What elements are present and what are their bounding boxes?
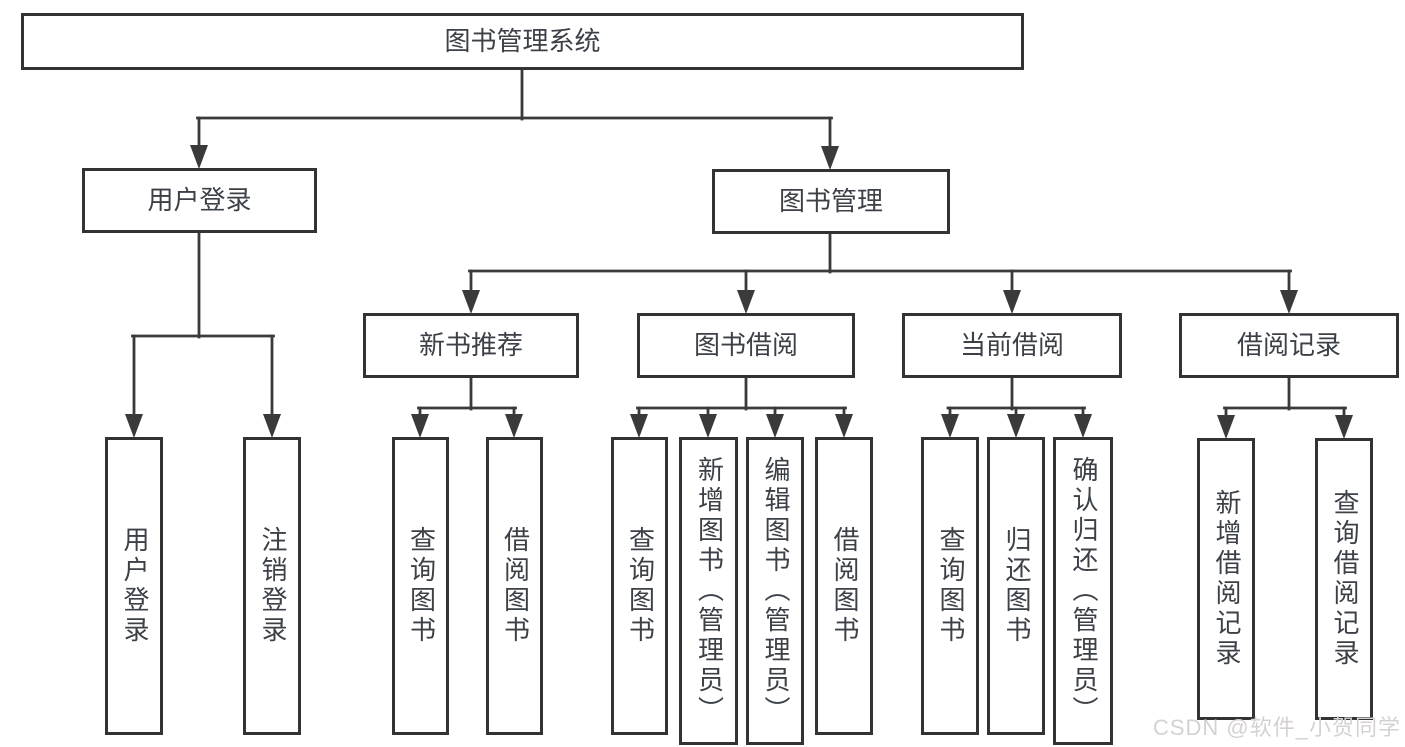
- node-book-management: 图书管理: [712, 169, 950, 234]
- node-leaf-confirm-return-admin: 确认归还（管理员）: [1053, 437, 1113, 745]
- node-leaf-add-book-admin: 新增图书（管理员）: [679, 437, 738, 745]
- node-leaf-edit-book-admin: 编辑图书（管理员）: [746, 437, 804, 745]
- node-label: 编辑图书（管理员）: [760, 456, 791, 726]
- node-leaf-query-borrow-record: 查询借阅记录: [1315, 438, 1373, 720]
- node-book-borrowing: 图书借阅: [637, 313, 855, 378]
- node-label: 用户登录: [119, 526, 150, 646]
- node-label: 图书管理: [778, 185, 883, 216]
- node-label: 图书管理系统: [444, 25, 601, 56]
- node-leaf-borrow-books: 借阅图书: [815, 437, 873, 735]
- node-label: 确认归还（管理员）: [1068, 456, 1099, 726]
- node-label: 归还图书: [1001, 526, 1032, 646]
- node-leaf-user-login: 用户登录: [105, 437, 163, 735]
- node-label: 用户登录: [147, 184, 252, 215]
- node-new-book-recommendation: 新书推荐: [363, 313, 579, 378]
- node-leaf-return-book: 归还图书: [987, 437, 1045, 735]
- node-label: 新书推荐: [418, 329, 523, 360]
- node-leaf-add-borrow-record: 新增借阅记录: [1197, 438, 1255, 720]
- node-label: 借阅记录: [1236, 329, 1341, 360]
- csdn-watermark: CSDN @软件_小贺同学: [1152, 715, 1401, 740]
- node-current-borrowing: 当前借阅: [902, 313, 1122, 378]
- node-borrowing-records: 借阅记录: [1179, 313, 1399, 378]
- node-label: 查询图书: [625, 526, 656, 646]
- node-leaf-logout: 注销登录: [243, 437, 301, 735]
- node-label: 查询借阅记录: [1329, 489, 1360, 669]
- node-library-management-system: 图书管理系统: [21, 13, 1024, 70]
- node-leaf-query-books-borrow: 查询图书: [611, 437, 668, 735]
- node-leaf-query-books-recommend: 查询图书: [392, 437, 449, 735]
- node-label: 当前借阅: [959, 329, 1064, 360]
- node-leaf-borrow-books-recommend: 借阅图书: [486, 437, 543, 735]
- node-label: 图书借阅: [693, 329, 798, 360]
- node-label: 查询图书: [406, 526, 437, 646]
- node-label: 新增图书（管理员）: [694, 456, 725, 726]
- node-label: 注销登录: [257, 526, 288, 646]
- node-label: 借阅图书: [829, 526, 860, 646]
- node-label: 新增借阅记录: [1211, 489, 1242, 669]
- node-label: 借阅图书: [500, 526, 531, 646]
- node-user-login: 用户登录: [82, 168, 317, 233]
- node-label: 查询图书: [935, 526, 966, 646]
- node-leaf-query-books-current: 查询图书: [921, 437, 979, 735]
